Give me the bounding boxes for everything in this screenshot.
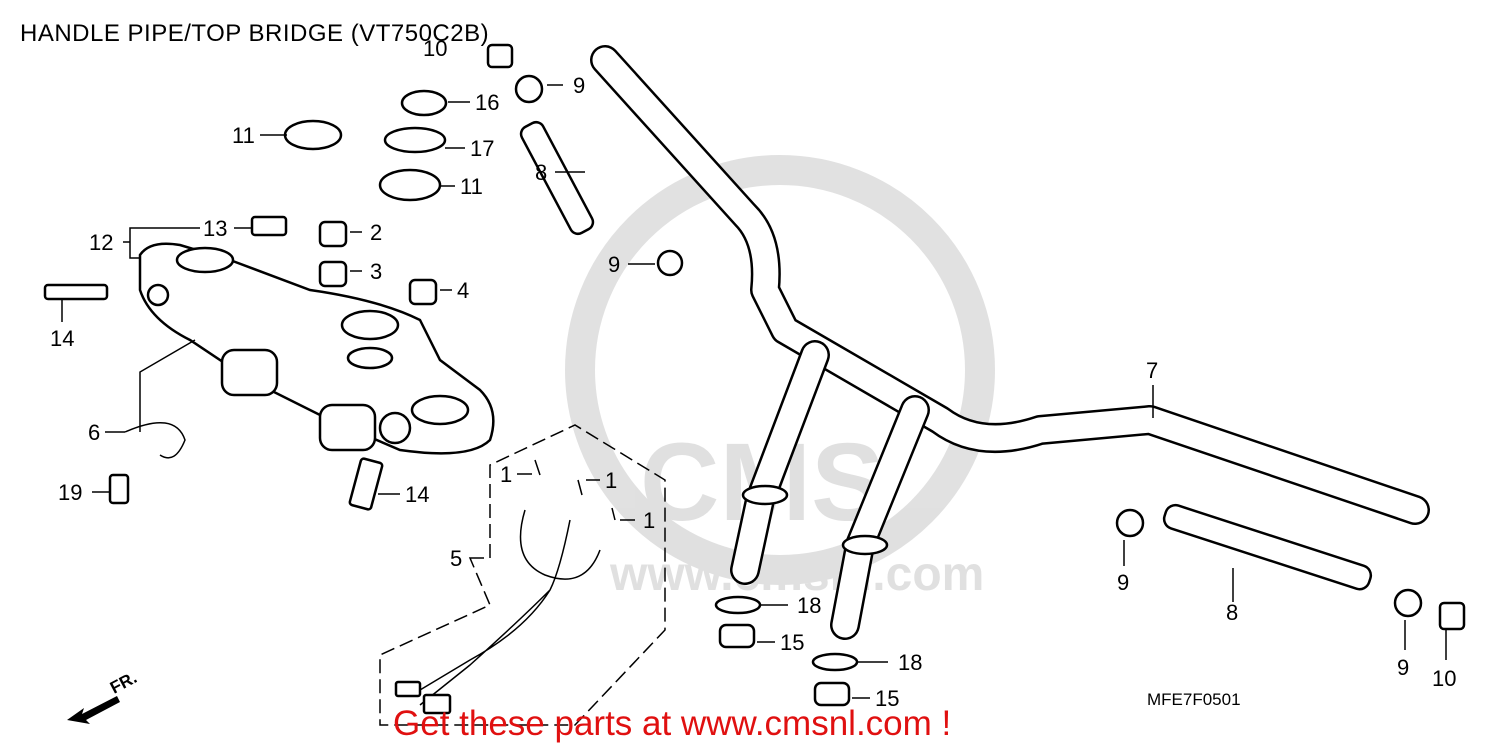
callout-12: 12 xyxy=(89,230,113,255)
callout-labels: 11 16 17 11 13 12 2 3 4 14 6 19 14 5 1 1… xyxy=(50,36,1456,711)
callout-9b: 9 xyxy=(608,252,620,277)
callout-15b: 15 xyxy=(875,686,899,711)
handle-pipe xyxy=(590,45,1430,640)
callout-14a: 14 xyxy=(50,326,74,351)
callout-13: 13 xyxy=(203,216,227,241)
watermark-logo: CMS www.cmsnl.com xyxy=(565,155,995,601)
svg-text:www.cmsnl.com: www.cmsnl.com xyxy=(609,548,984,601)
callout-10b: 10 xyxy=(1432,666,1456,691)
callout-9a: 9 xyxy=(573,73,585,98)
callout-11a: 11 xyxy=(232,123,255,148)
callout-14b: 14 xyxy=(405,482,429,507)
front-label: FR. xyxy=(107,668,140,698)
promo-link[interactable]: Get these parts at www.cmsnl.com ! xyxy=(393,704,952,743)
callout-2: 2 xyxy=(370,220,382,245)
callout-10a: 10 xyxy=(423,36,447,61)
callout-9c: 9 xyxy=(1117,570,1129,595)
callout-5: 5 xyxy=(450,546,462,571)
diagram-title: HANDLE PIPE/TOP BRIDGE (VT750C2B) xyxy=(20,20,490,47)
callout-1a: 1 xyxy=(500,462,512,487)
callout-18a: 18 xyxy=(797,593,821,618)
callout-6: 6 xyxy=(88,420,100,445)
front-direction-marker: FR. xyxy=(67,668,140,724)
callout-8b: 8 xyxy=(1226,600,1238,625)
callout-11b: 11 xyxy=(460,174,483,199)
top-bridge xyxy=(138,242,495,455)
callout-17: 17 xyxy=(470,136,494,161)
callout-16: 16 xyxy=(475,90,499,115)
callout-18b: 18 xyxy=(898,650,922,675)
callout-9d: 9 xyxy=(1397,655,1409,680)
callout-1b: 1 xyxy=(605,468,617,493)
callout-15a: 15 xyxy=(780,630,804,655)
callout-3: 3 xyxy=(370,259,382,284)
callout-7: 7 xyxy=(1146,358,1158,383)
callout-4: 4 xyxy=(457,278,469,303)
callout-8a: 8 xyxy=(535,160,547,185)
misc-parts xyxy=(43,43,1466,715)
leader-lines xyxy=(61,84,1447,726)
drawing-code: MFE7F0501 xyxy=(1147,690,1241,709)
callout-19: 19 xyxy=(58,480,82,505)
callout-1c: 1 xyxy=(643,508,655,533)
